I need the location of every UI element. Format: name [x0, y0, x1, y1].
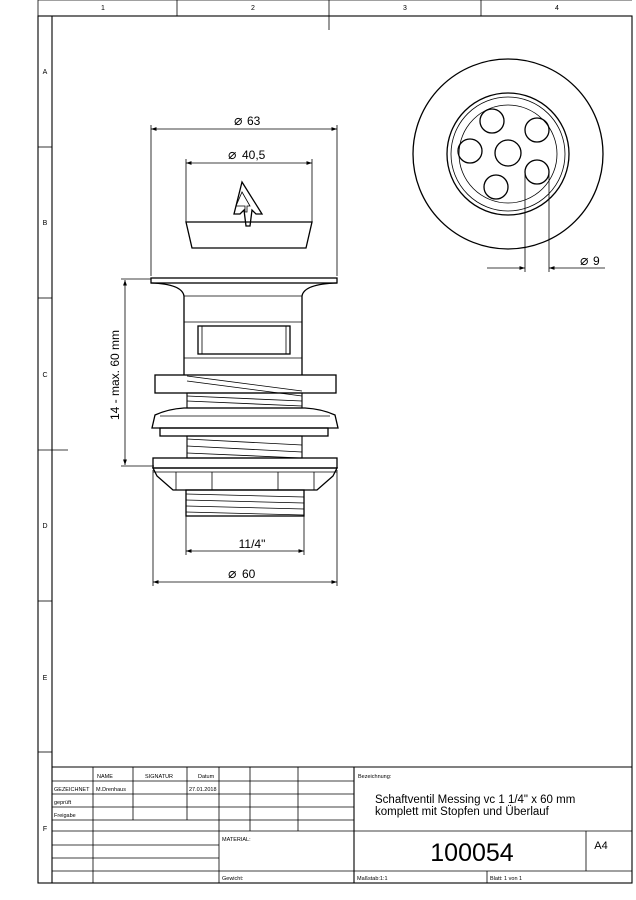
- designation-label: Bezeichnung:: [358, 774, 392, 780]
- column-label-3: 3: [403, 5, 407, 12]
- designation-line-1: Schaftventil Messing vc 1 1/4" x 60 mm: [375, 794, 575, 806]
- diameter-40-5-label: 40,5: [242, 148, 266, 162]
- dimension-d60: [152, 470, 338, 586]
- row-label-f: F: [43, 826, 47, 833]
- weight-label: Gewicht:: [222, 876, 244, 882]
- header-name: NAME: [97, 774, 113, 780]
- drawing-frame: [37, 0, 633, 884]
- designation-line-2: komplett mit Stopfen und Überlauf: [375, 806, 550, 818]
- material-label: MATERIAL:: [222, 837, 251, 843]
- sheet-label: Blatt: 1 von 1: [490, 876, 522, 882]
- dimension-d40-5: [185, 159, 313, 222]
- dimension-height: [121, 278, 154, 467]
- diameter-9-symbol: ⌀: [580, 252, 589, 268]
- diameter-60-symbol: ⌀: [228, 565, 237, 581]
- dimension-thread: [185, 516, 305, 555]
- title-block-grid: [52, 766, 632, 883]
- scale-label: Maßstab:1:1: [357, 876, 388, 882]
- row-label-e: E: [43, 675, 48, 682]
- drawn-date: 27.01.2018: [189, 787, 217, 793]
- diameter-40-5-symbol: ⌀: [228, 146, 237, 162]
- row-label-d: D: [42, 523, 47, 530]
- row-label-a: A: [43, 69, 48, 76]
- paper-size: A4: [594, 840, 607, 852]
- column-label-4: 4: [555, 5, 559, 12]
- drawing-number: 100054: [430, 839, 514, 867]
- diameter-9-label: 9: [593, 254, 600, 268]
- diameter-63-symbol: ⌀: [234, 112, 243, 128]
- header-date: Datum: [198, 774, 215, 780]
- valve-side-view: [150, 277, 339, 517]
- drawn-by-name: M.Drenhaus: [96, 787, 126, 793]
- row-label-drawn: GEZEICHNET: [54, 787, 90, 793]
- header-signature: SIGNATUR: [145, 774, 173, 780]
- row-label-c: C: [42, 372, 47, 379]
- height-range-label: 14 - max. 60 mm: [108, 330, 122, 420]
- diameter-63-label: 63: [247, 114, 261, 128]
- row-label-checked: geprüft: [54, 800, 72, 806]
- thread-label: 11/4": [239, 537, 266, 551]
- valve-top-view: [412, 58, 604, 250]
- dimension-d63: [150, 125, 338, 276]
- plug-stopper: [185, 180, 313, 249]
- column-label-2: 2: [251, 5, 255, 12]
- row-label-release: Freigabe: [54, 813, 76, 819]
- dimension-d9: [487, 172, 605, 272]
- diameter-60-label: 60: [242, 567, 256, 581]
- column-label-1: 1: [101, 5, 105, 12]
- row-label-b: B: [43, 220, 48, 227]
